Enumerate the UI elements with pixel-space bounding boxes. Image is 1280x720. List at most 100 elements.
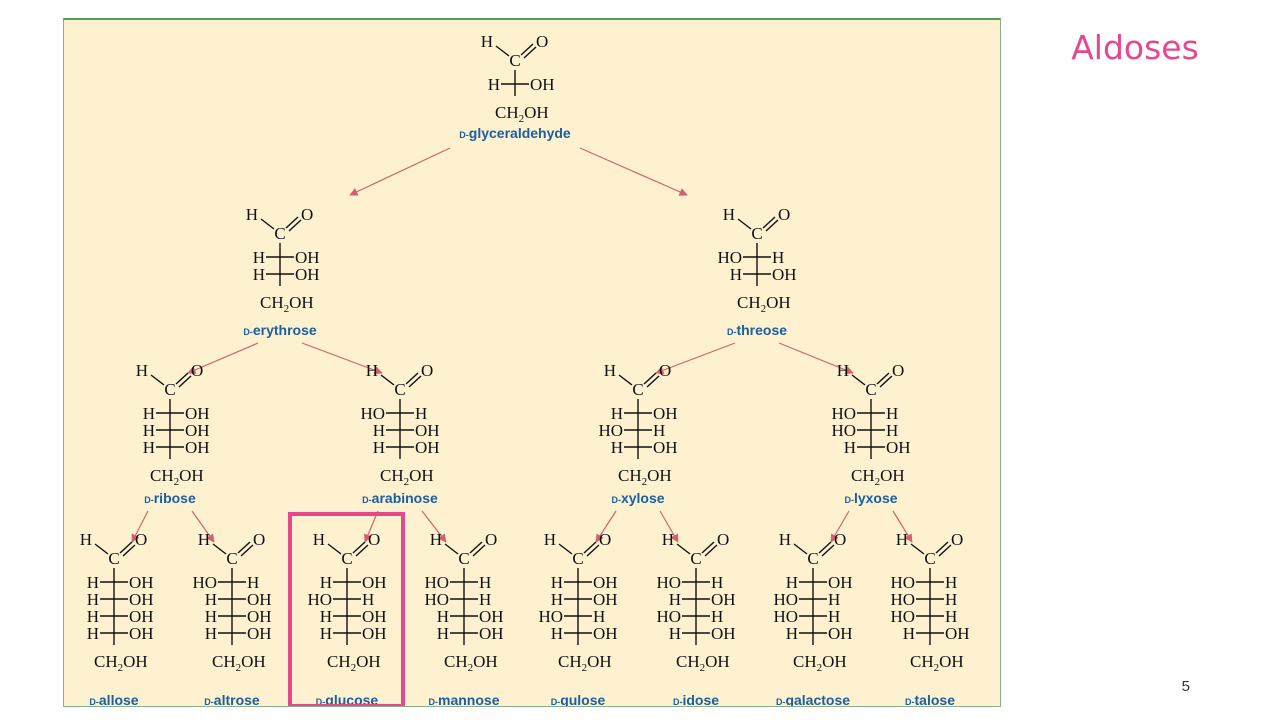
page-number: 5 bbox=[1181, 678, 1190, 695]
ch2oh-label: CH2OH bbox=[495, 103, 549, 125]
left-substituent: H bbox=[373, 438, 385, 457]
bond-line bbox=[408, 375, 422, 388]
arrow-ribose-to-altrose bbox=[191, 510, 215, 543]
arrow-erythrose-to-arabinose bbox=[301, 342, 383, 375]
aldehyde-c-label: C bbox=[632, 380, 643, 399]
aldehyde-c-label: C bbox=[751, 224, 762, 243]
right-substituent: H bbox=[772, 248, 784, 267]
left-substituent: H bbox=[669, 590, 681, 609]
bond-line bbox=[327, 543, 342, 555]
right-substituent: OH bbox=[653, 438, 678, 457]
right-substituent: OH bbox=[362, 624, 387, 643]
left-substituent: HO bbox=[656, 573, 681, 592]
bond-line bbox=[523, 46, 537, 59]
left-substituent: H bbox=[437, 624, 449, 643]
bond-line bbox=[646, 375, 660, 388]
arrow-arabinose-to-glucose bbox=[364, 510, 379, 543]
bond-line bbox=[879, 375, 893, 388]
left-substituent: HO bbox=[424, 573, 449, 592]
sugar-name-lyxose: D-lyxose bbox=[844, 490, 897, 506]
bond-line bbox=[586, 544, 600, 557]
aldehyde-h-label: H bbox=[80, 530, 92, 549]
left-substituent: H bbox=[844, 438, 856, 457]
left-substituent: H bbox=[611, 404, 623, 423]
ch2oh-label: CH2OH bbox=[380, 466, 434, 488]
sugar-name-ribose: D-ribose bbox=[144, 490, 196, 506]
aldehyde-o-label: O bbox=[834, 530, 846, 549]
right-substituent: OH bbox=[129, 573, 154, 592]
left-substituent: H bbox=[786, 624, 798, 643]
bond-line bbox=[240, 544, 254, 557]
bond-line bbox=[643, 372, 657, 385]
right-substituent: OH bbox=[711, 590, 736, 609]
left-substituent: HO bbox=[831, 421, 856, 440]
right-substituent: OH bbox=[593, 590, 618, 609]
bond-line bbox=[288, 219, 302, 232]
bond-line bbox=[876, 372, 890, 385]
right-substituent: H bbox=[945, 607, 957, 626]
bond-line bbox=[558, 543, 573, 555]
right-substituent: OH bbox=[828, 573, 853, 592]
aldehyde-c-label: C bbox=[690, 549, 701, 568]
bond-line bbox=[935, 541, 949, 554]
sugar-name-mannose: D-mannose bbox=[429, 692, 500, 706]
right-substituent: OH bbox=[362, 573, 387, 592]
slide-title: Aldoses bbox=[1071, 28, 1199, 67]
aldehyde-h-label: H bbox=[896, 530, 908, 549]
arrow-lyxose-to-talose bbox=[892, 510, 913, 543]
right-substituent: OH bbox=[479, 624, 504, 643]
arrow-arabinose-to-mannose bbox=[421, 510, 447, 543]
left-substituent: H bbox=[551, 590, 563, 609]
right-substituent: OH bbox=[247, 624, 272, 643]
right-substituent: H bbox=[886, 404, 898, 423]
bond-line bbox=[765, 219, 779, 232]
right-substituent: OH bbox=[185, 438, 210, 457]
aldehyde-c-label: C bbox=[509, 51, 520, 70]
right-substituent: OH bbox=[247, 607, 272, 626]
sugar-name-erythrose: D-erythrose bbox=[243, 322, 317, 338]
right-substituent: H bbox=[828, 590, 840, 609]
bond-line bbox=[237, 541, 251, 554]
aldehyde-o-label: O bbox=[253, 530, 265, 549]
ch2oh-label: CH2OH bbox=[793, 652, 847, 674]
right-substituent: OH bbox=[129, 624, 154, 643]
sugar-name-xylose: D-xylose bbox=[611, 490, 664, 506]
aldehyde-h-label: H bbox=[779, 530, 791, 549]
bond-line bbox=[520, 43, 534, 56]
right-substituent: H bbox=[362, 590, 374, 609]
arrow-glyceraldehyde-to-threose bbox=[579, 147, 688, 196]
left-substituent: H bbox=[143, 438, 155, 457]
ch2oh-label: CH2OH bbox=[676, 652, 730, 674]
right-substituent: H bbox=[828, 607, 840, 626]
arrow-xylose-to-gulose bbox=[595, 510, 617, 543]
aldehyde-o-label: O bbox=[717, 530, 729, 549]
ch2oh-label: CH2OH bbox=[910, 652, 964, 674]
right-substituent: OH bbox=[886, 438, 911, 457]
sugar-name-idose: D-idose bbox=[673, 692, 719, 706]
aldehyde-o-label: O bbox=[951, 530, 963, 549]
sugar-name-glyceraldehyde: D-glyceraldehyde bbox=[459, 125, 571, 141]
aldehyde-c-label: C bbox=[865, 380, 876, 399]
right-substituent: OH bbox=[295, 265, 320, 284]
left-substituent: H bbox=[488, 75, 500, 94]
aldehyde-h-label: H bbox=[366, 361, 378, 380]
aldehyde-o-label: O bbox=[599, 530, 611, 549]
bond-line bbox=[704, 544, 718, 557]
derivation-arrows bbox=[131, 147, 913, 543]
left-substituent: H bbox=[730, 265, 742, 284]
left-substituent: HO bbox=[424, 590, 449, 609]
aldehyde-c-label: C bbox=[807, 549, 818, 568]
right-substituent: OH bbox=[362, 607, 387, 626]
right-substituent: OH bbox=[185, 404, 210, 423]
left-substituent: H bbox=[253, 248, 265, 267]
arrow-threose-to-xylose bbox=[655, 342, 736, 375]
aldehyde-o-label: O bbox=[659, 361, 671, 380]
aldehyde-h-label: H bbox=[723, 205, 735, 224]
aldehyde-c-label: C bbox=[394, 380, 405, 399]
sugar-name-galactose: D-galactose bbox=[776, 692, 850, 706]
aldehyde-o-label: O bbox=[135, 530, 147, 549]
left-substituent: HO bbox=[307, 590, 332, 609]
